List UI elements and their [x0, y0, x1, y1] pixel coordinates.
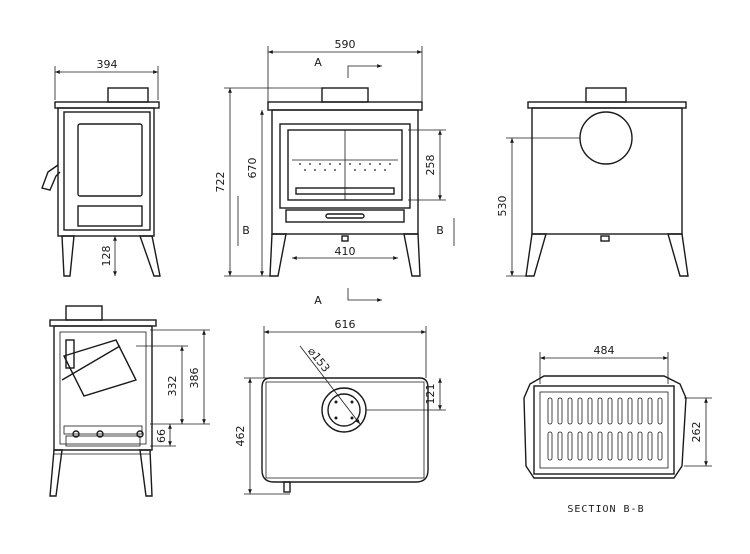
door-height-dimension: 670 — [246, 110, 264, 276]
top-width-label: 616 — [335, 318, 356, 331]
front-width-dimension: 590 — [267, 38, 423, 102]
front-leg-right — [403, 233, 421, 277]
top-plate-outline — [261, 377, 429, 483]
top-view: 616 ⌀153 121 462 — [234, 318, 446, 495]
side-panel — [63, 111, 151, 231]
grate-pivot-left — [72, 430, 80, 438]
section-view: 484 — [523, 344, 712, 515]
section-a-top-label: A — [314, 56, 322, 69]
cut-top-plate — [49, 319, 157, 327]
air-holes — [299, 163, 391, 171]
cut-66-label: 66 — [155, 429, 168, 443]
side-leg-dimension: 128 — [100, 236, 117, 276]
section-height-label: 262 — [690, 422, 703, 443]
side-width-dimension: 394 — [54, 58, 159, 100]
section-a-bottom-label: A — [314, 294, 322, 307]
ash-handle — [325, 213, 365, 219]
rear-leg-right — [667, 233, 689, 277]
top-flue-inner — [327, 393, 361, 427]
rear-flue-height-label: 530 — [496, 196, 509, 217]
side-width-label: 394 — [97, 58, 118, 71]
front-height-label: 722 — [214, 172, 227, 193]
section-title: SECTION B-B — [567, 504, 644, 515]
section-b-right-label: B — [436, 224, 444, 237]
baffle-plate — [63, 339, 137, 397]
flue-diameter-label: ⌀153 — [305, 345, 332, 375]
side-leg-right — [139, 235, 161, 277]
front-door — [279, 123, 411, 209]
window-label: 258 — [424, 155, 437, 176]
baffle-support — [61, 345, 121, 381]
cut-66-dimension: 66 — [150, 424, 176, 447]
ash-pan — [65, 435, 141, 447]
cutaway-view: 386 332 66 — [49, 305, 210, 497]
section-a-bottom-marker — [347, 288, 382, 302]
flue-bolt-1 — [334, 400, 338, 404]
cut-inner-wall — [59, 331, 147, 445]
rear-flue-height-dimension: 530 — [496, 137, 580, 277]
front-flue-collar — [321, 87, 369, 103]
flue-diameter-dimension: ⌀153 — [299, 345, 361, 425]
rear-flue-collar — [585, 87, 627, 103]
rear-leg-left — [525, 233, 547, 277]
section-width-dimension: 484 — [539, 344, 669, 384]
front-height-dimension: 722 — [214, 87, 322, 277]
flue-offset-label: 121 — [424, 384, 437, 405]
base-width-label: 410 — [335, 245, 356, 258]
flue-bolt-4 — [350, 416, 354, 420]
front-body — [271, 109, 419, 235]
flue-offset-dimension: 121 — [366, 378, 446, 411]
cut-leg-left — [49, 449, 63, 497]
rear-body — [531, 107, 683, 235]
flue-bolt-2 — [350, 400, 354, 404]
air-control — [341, 235, 349, 242]
rear-view: 530 — [496, 87, 689, 277]
front-leg-left — [269, 233, 287, 277]
cut-flue-collar — [65, 305, 103, 321]
top-width-dimension: 616 — [263, 318, 427, 378]
cut-332-dimension: 332 — [136, 345, 188, 424]
side-view: 394 128 — [41, 58, 161, 277]
front-width-label: 590 — [335, 38, 356, 51]
section-a-top-marker — [347, 64, 382, 78]
section-height-dimension: 262 — [684, 397, 712, 467]
top-air-control — [283, 481, 291, 493]
side-lower-panel — [77, 205, 143, 227]
door-handle — [41, 164, 61, 191]
rear-top-plate — [527, 101, 687, 109]
grate — [295, 187, 395, 195]
top-depth-dimension: 462 — [234, 377, 290, 495]
side-leg-label: 128 — [100, 246, 113, 267]
rear-flue-outlet — [579, 111, 633, 165]
flue-collar — [107, 87, 149, 103]
ash-door — [285, 209, 405, 223]
side-window — [77, 123, 143, 197]
top-plate — [54, 101, 160, 109]
stove-body — [57, 107, 155, 237]
top-inner-outline — [265, 381, 425, 479]
base-width-dimension: 410 — [292, 245, 398, 260]
section-firebox — [539, 391, 669, 469]
cut-body — [53, 325, 153, 451]
cut-leg-right — [139, 449, 153, 497]
cut-332-label: 332 — [166, 376, 179, 397]
section-width-label: 484 — [594, 344, 615, 357]
flue-bolt-3 — [334, 416, 338, 420]
rear-air-inlet — [600, 235, 610, 242]
top-depth-label: 462 — [234, 426, 247, 447]
side-leg-left — [61, 235, 75, 277]
door-height-label: 670 — [246, 158, 259, 179]
window-dimension: 258 — [408, 129, 446, 201]
cut-386-label: 386 — [188, 368, 201, 389]
grate-pivot-mid — [96, 430, 104, 438]
front-view: 590 A 722 670 — [214, 38, 455, 307]
section-b-left-label: B — [242, 224, 250, 237]
air-duct — [65, 339, 75, 369]
front-top-plate — [267, 101, 423, 111]
grate-bars — [547, 397, 663, 461]
cut-386-dimension: 386 — [150, 329, 210, 425]
section-outer-shell — [523, 375, 687, 479]
section-inner-shell — [533, 385, 675, 475]
